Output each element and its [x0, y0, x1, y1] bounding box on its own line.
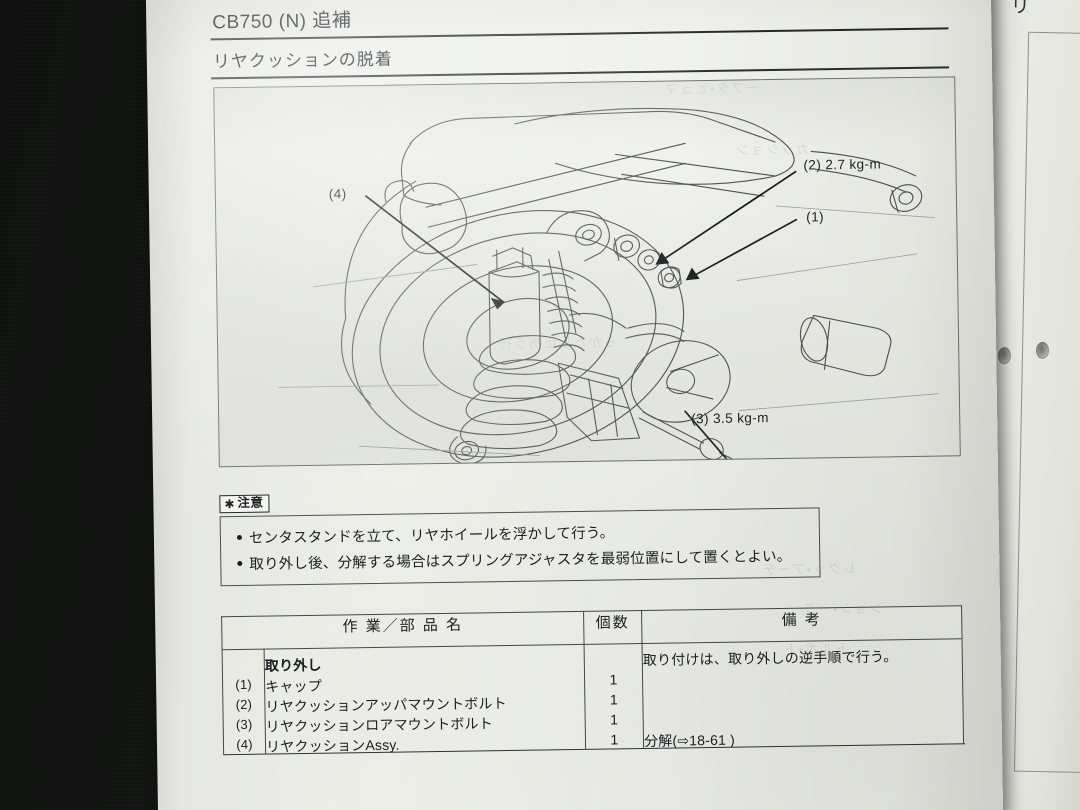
- section-title: リヤクッションの脱着: [212, 49, 393, 72]
- caution-badge: ✱ 注意: [219, 494, 270, 514]
- caution-block: ✱ 注意 センタスタンドを立て、リヤホイールを浮かして行う。 取り外し後、分解す…: [219, 486, 821, 587]
- remarks-top: 取り付けは、取り外しの逆手順で行う。: [642, 648, 898, 668]
- callout-leader-lines: [365, 170, 798, 464]
- manual-page: ーブタ・とュマ カッション らかたし止防う行 レクッ・アーテ ンョシ・ーラ トル…: [145, 0, 1004, 810]
- quantity: 1: [610, 731, 619, 748]
- quantity: 1: [609, 671, 618, 688]
- remarks-item: 分解(⇨18-61 ): [643, 731, 736, 749]
- parts-table: 作 業／部 品 名 個数 備 考 (1) (2) (3) (4): [221, 605, 965, 755]
- rear-shock-line-drawing: [278, 107, 940, 464]
- column-header-remarks: 備 考: [641, 605, 963, 644]
- column-header-qty: 個数: [583, 610, 643, 645]
- caution-item-text: 取り外し後、分解する場合はスプリングアジャスタを最弱位置にして置くとよい。: [249, 548, 792, 573]
- callout-label-4: (4): [328, 185, 347, 202]
- cell-part-names: 取り外し キャップ リヤクッションアッパマウントボルト リヤクッションロアマウン…: [264, 644, 586, 754]
- asterisk-icon: ✱: [224, 496, 235, 511]
- part-name: リヤクッションAssy.: [265, 736, 400, 755]
- caution-box: センタスタンドを立て、リヤホイールを浮かして行う。 取り外し後、分解する場合はス…: [219, 507, 821, 587]
- row-number: (2): [235, 696, 253, 712]
- quantity: 1: [609, 691, 619, 708]
- cell-remarks: 取り付けは、取り外しの逆手順で行う。 分解(⇨18-61 ): [642, 638, 964, 749]
- row-number: (4): [236, 736, 253, 752]
- caution-item-text: センタスタンドを立て、リヤホイールを浮かして行う。: [248, 525, 615, 547]
- binder-hole-icon: [997, 347, 1012, 365]
- table-row: (1) (2) (3) (4) 取り外し キャップ リヤクッションアッパマウント…: [222, 638, 964, 755]
- row-number: (1): [235, 676, 252, 692]
- facing-page-frame: [1013, 31, 1080, 774]
- quantity: 1: [610, 711, 619, 728]
- column-header-name: 作 業／部 品 名: [221, 611, 585, 650]
- facing-page-edge-text: リ: [1010, 0, 1031, 18]
- row-number: (3): [235, 716, 253, 732]
- caution-item: センタスタンドを立て、リヤホイールを浮かして行う。: [235, 518, 805, 547]
- cell-quantities: 1 1 1 1: [584, 643, 644, 749]
- bullet-icon: [237, 560, 243, 567]
- callout-label-1: (1): [806, 208, 825, 225]
- caution-item: 取り外し後、分解する場合はスプリングアジャスタを最弱位置にして置くとよい。: [235, 544, 805, 573]
- bullet-icon: [236, 534, 242, 541]
- figure-rear-cushion-diagram: (4) (2) 2.7 kg-m (1) (3) 3.5 kg-m: [213, 75, 961, 467]
- callout-label-2: (2) 2.7 kg-m: [803, 156, 882, 173]
- caution-badge-label: 注意: [237, 495, 264, 511]
- cell-numbers: (1) (2) (3) (4): [222, 648, 266, 755]
- callout-label-3: (3) 3.5 kg-m: [691, 409, 769, 426]
